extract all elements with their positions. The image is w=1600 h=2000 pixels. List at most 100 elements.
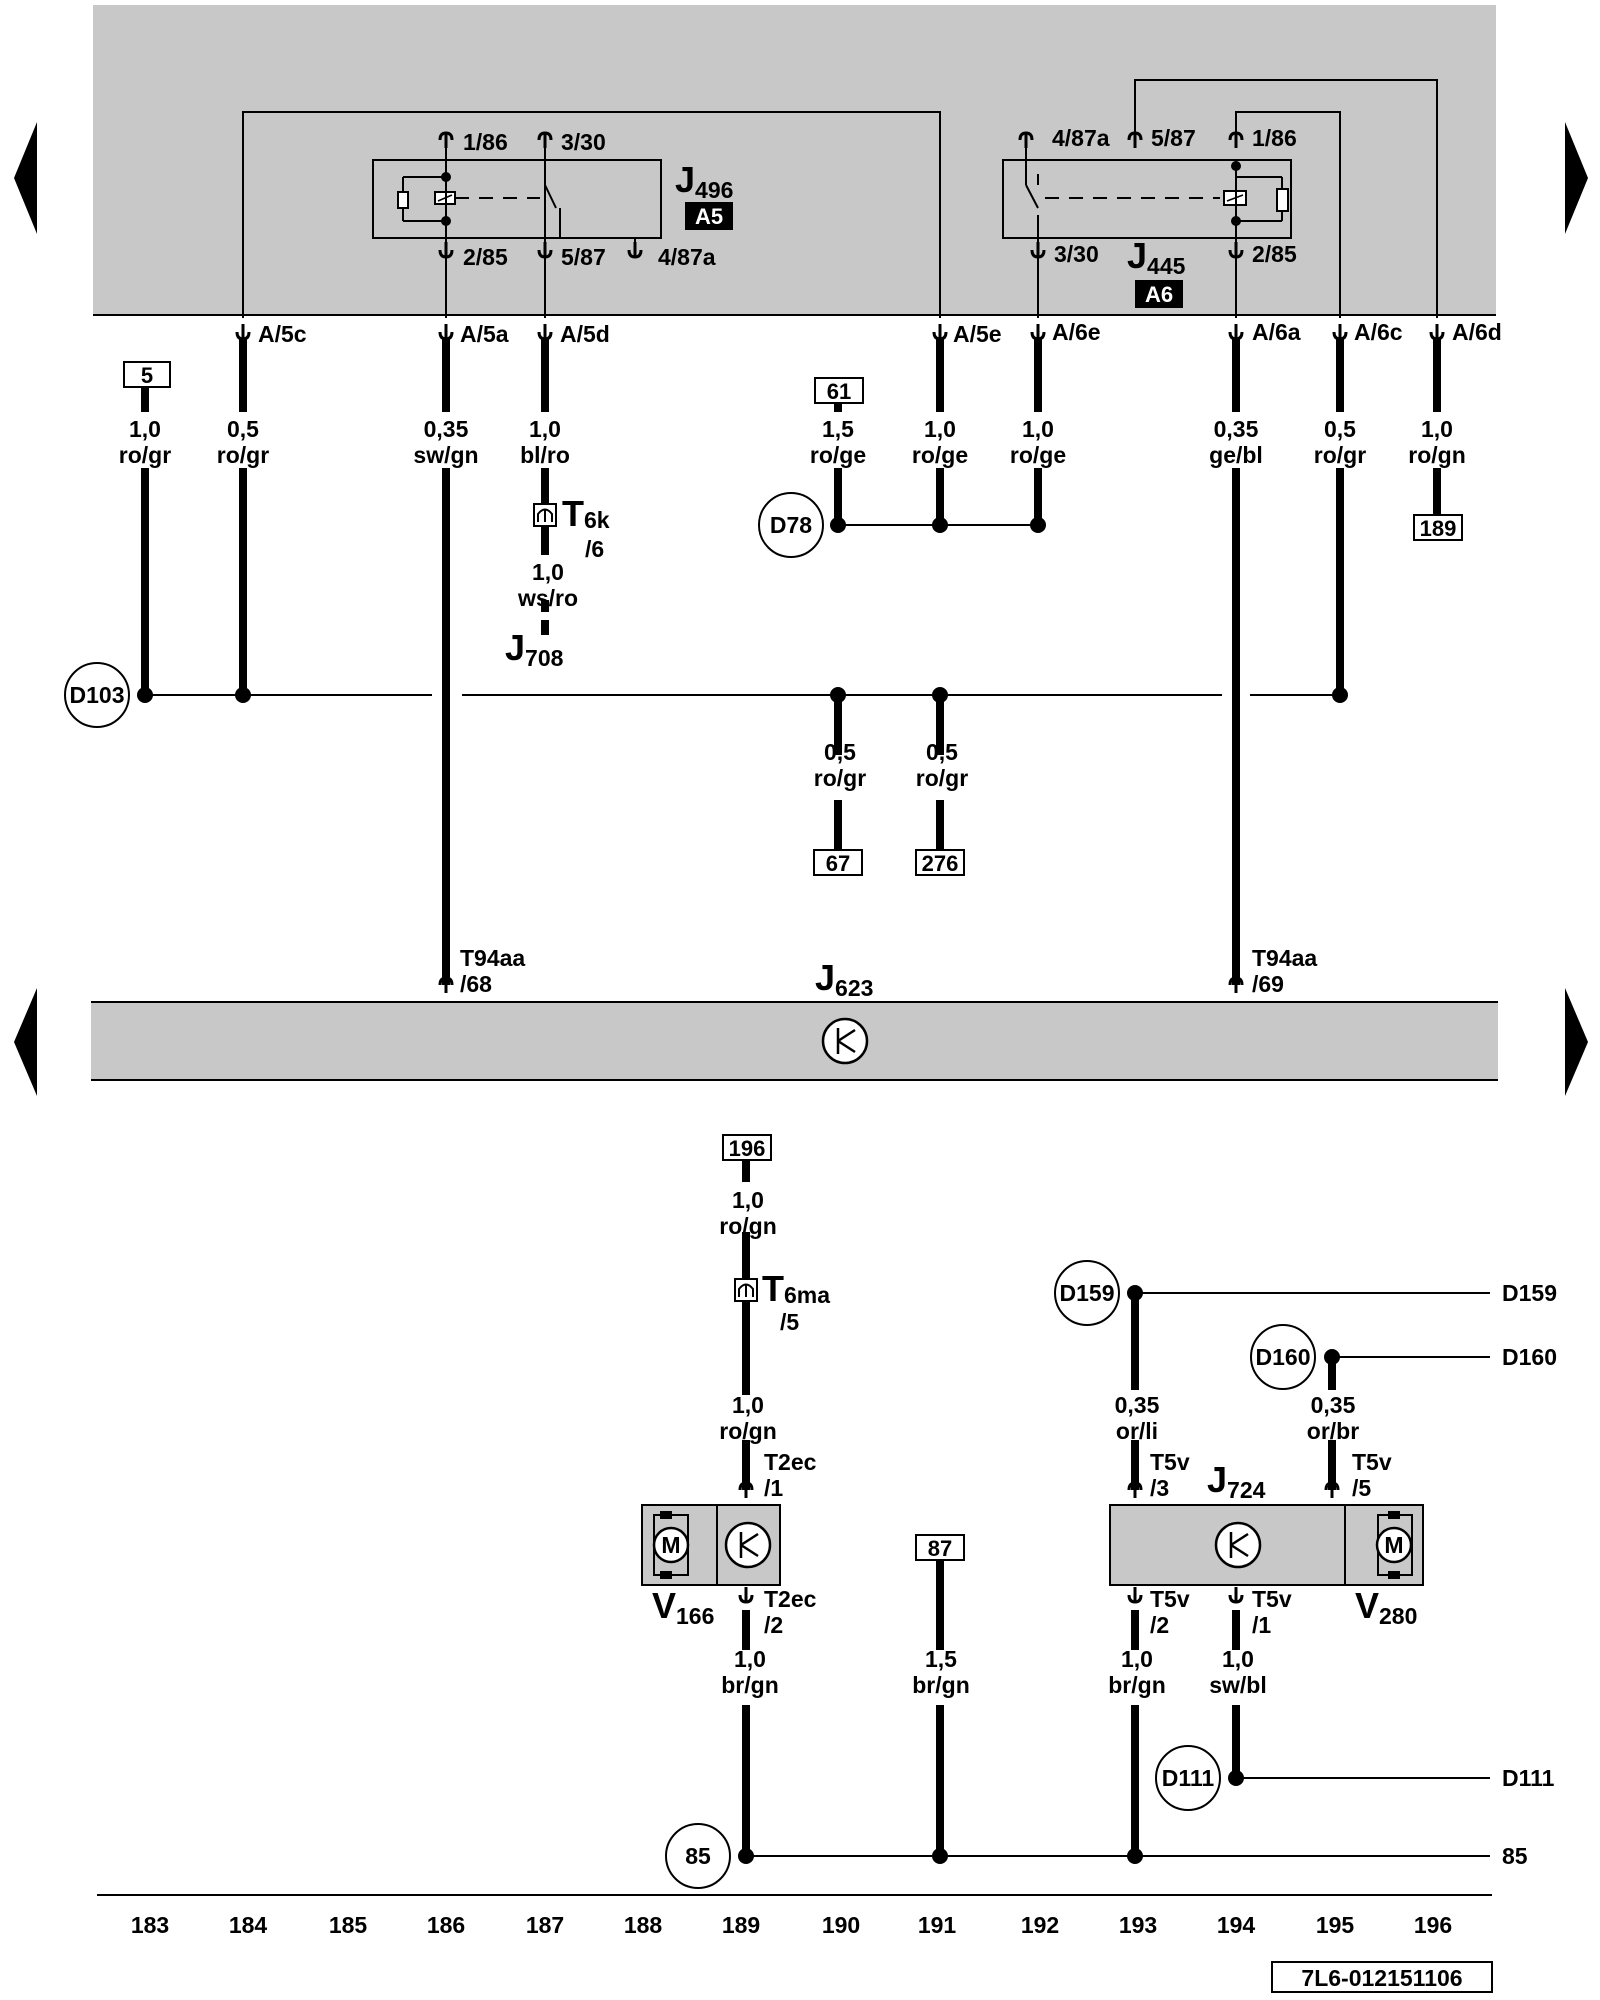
svg-text:A5: A5	[695, 204, 723, 229]
nav-left-icon[interactable]	[14, 122, 37, 234]
svg-text:/6: /6	[585, 536, 604, 562]
wire-color: ro/gr	[1314, 442, 1366, 468]
j496-pin-3: 3/30	[561, 129, 606, 155]
j445-pin-3: 3/30	[1054, 241, 1099, 267]
wire-color: ws/ro	[517, 585, 578, 611]
svg-text:7L6-012151106: 7L6-012151106	[1301, 1965, 1462, 1991]
j724-fan-control-unit[interactable]: M	[1109, 1504, 1424, 1586]
wire-size: 1,0	[924, 416, 956, 442]
wire-color: ro/ge	[810, 442, 866, 468]
connector-pin-icon	[537, 508, 553, 522]
j708-label: J708	[505, 627, 564, 671]
connector-t6k: T6k /6	[533, 493, 610, 562]
ref-67[interactable]: 67	[813, 849, 863, 876]
svg-text:196: 196	[729, 1136, 766, 1161]
conn-t94aa-68: T94aa	[460, 945, 525, 971]
wire-color: br/gn	[721, 1672, 779, 1698]
conn-t5v-1-pin: /1	[1252, 1612, 1271, 1638]
column-number: 195	[1316, 1912, 1355, 1938]
svg-text:D78: D78	[770, 512, 812, 538]
ref-276[interactable]: 276	[915, 849, 965, 876]
connector-t6ma: T6ma /5	[734, 1268, 830, 1335]
relay-j445[interactable]	[1002, 159, 1292, 239]
control-unit-icon	[821, 1017, 869, 1065]
column-number: 187	[526, 1912, 564, 1938]
conn-a5e: A/5e	[953, 321, 1002, 347]
j445-pin-4: 4/87a	[1052, 125, 1110, 151]
j724-label: J724	[1207, 1459, 1266, 1503]
wire-color: ro/ge	[912, 442, 968, 468]
wire-color: sw/bl	[1209, 1672, 1267, 1698]
svg-text:67: 67	[826, 851, 850, 876]
j496-pin-4: 4/87a	[658, 244, 716, 270]
edge-85: 85	[1502, 1843, 1528, 1869]
svg-text:276: 276	[922, 851, 959, 876]
v166-label: V166	[652, 1585, 714, 1629]
svg-text:D159: D159	[1060, 1280, 1115, 1306]
j445-pin-1: 1/86	[1252, 125, 1297, 151]
nav-right-icon[interactable]	[1565, 122, 1588, 234]
wire-size: 0,35	[1115, 1392, 1160, 1418]
conn-t94aa-68-pin: /68	[460, 971, 492, 997]
conn-t5v-1: T5v	[1252, 1586, 1292, 1612]
j496-label: J496	[675, 159, 733, 203]
svg-text:A6: A6	[1145, 282, 1173, 307]
svg-text:87: 87	[928, 1536, 952, 1561]
column-number: 189	[722, 1912, 760, 1938]
ref-196[interactable]: 196	[722, 1134, 772, 1161]
column-number: 192	[1021, 1912, 1059, 1938]
nav-left-icon[interactable]	[14, 988, 37, 1096]
wire-size: 1,0	[732, 1392, 764, 1418]
wire-color: ro/gn	[719, 1213, 777, 1239]
wire-size: 0,5	[227, 416, 259, 442]
column-number: 185	[329, 1912, 368, 1938]
conn-t2ec-1: T2ec	[764, 1449, 817, 1475]
edge-d160: D160	[1502, 1344, 1557, 1370]
svg-text:D111: D111	[1162, 1765, 1215, 1791]
node-d159[interactable]: D159	[1054, 1260, 1120, 1326]
nav-right-icon[interactable]	[1565, 988, 1588, 1096]
j445-pin-2: 2/85	[1252, 241, 1297, 267]
conn-t2ec-2-pin: /2	[764, 1612, 783, 1638]
node-d160[interactable]: D160	[1250, 1324, 1316, 1390]
j496-badge	[685, 202, 733, 230]
v166-fan-motor[interactable]: M	[641, 1504, 781, 1586]
conn-t5v-3-pin: /3	[1150, 1475, 1169, 1501]
j623-control-unit[interactable]	[91, 1002, 1498, 1080]
connector-pin-icon	[738, 1283, 754, 1297]
conn-t2ec-2: T2ec	[764, 1586, 817, 1612]
wire-color: ro/gr	[814, 765, 866, 791]
wire-size: 0,5	[824, 739, 856, 765]
wire-size: 0,35	[1214, 416, 1259, 442]
svg-text:/5: /5	[780, 1309, 799, 1335]
column-number: 186	[427, 1912, 465, 1938]
ref-87[interactable]: 87	[915, 1534, 965, 1561]
node-d111[interactable]: D111	[1155, 1745, 1221, 1811]
conn-t5v-5: T5v	[1352, 1449, 1392, 1475]
wire-size: 0,5	[1324, 416, 1356, 442]
ref-5[interactable]: 5	[123, 361, 171, 388]
node-d78[interactable]: D78	[758, 492, 824, 558]
ref-61[interactable]: 61	[814, 377, 864, 404]
column-number: 184	[229, 1912, 268, 1938]
wire-color: br/gn	[912, 1672, 970, 1698]
conn-t5v-5-pin: /5	[1352, 1475, 1371, 1501]
svg-text:T6k: T6k	[562, 493, 610, 534]
ref-189[interactable]: 189	[1413, 514, 1463, 541]
wire-size: 1,0	[1121, 1646, 1153, 1672]
node-85[interactable]: 85	[665, 1823, 731, 1889]
conn-t94aa-69-pin: /69	[1252, 971, 1284, 997]
wire-size: 1,0	[529, 416, 561, 442]
j445-badge	[1135, 280, 1183, 308]
wire-color: or/br	[1307, 1418, 1359, 1444]
wire-color: ge/bl	[1209, 442, 1263, 468]
svg-text:T6ma: T6ma	[762, 1268, 830, 1309]
conn-t94aa-69: T94aa	[1252, 945, 1317, 971]
conn-a6d: A/6d	[1452, 319, 1502, 345]
wire-size: 0,5	[926, 739, 958, 765]
wire-size: 1,0	[1022, 416, 1054, 442]
node-d103[interactable]: D103	[64, 662, 130, 728]
wire-size: 1,5	[822, 416, 854, 442]
wire-size: 1,0	[732, 1187, 764, 1213]
